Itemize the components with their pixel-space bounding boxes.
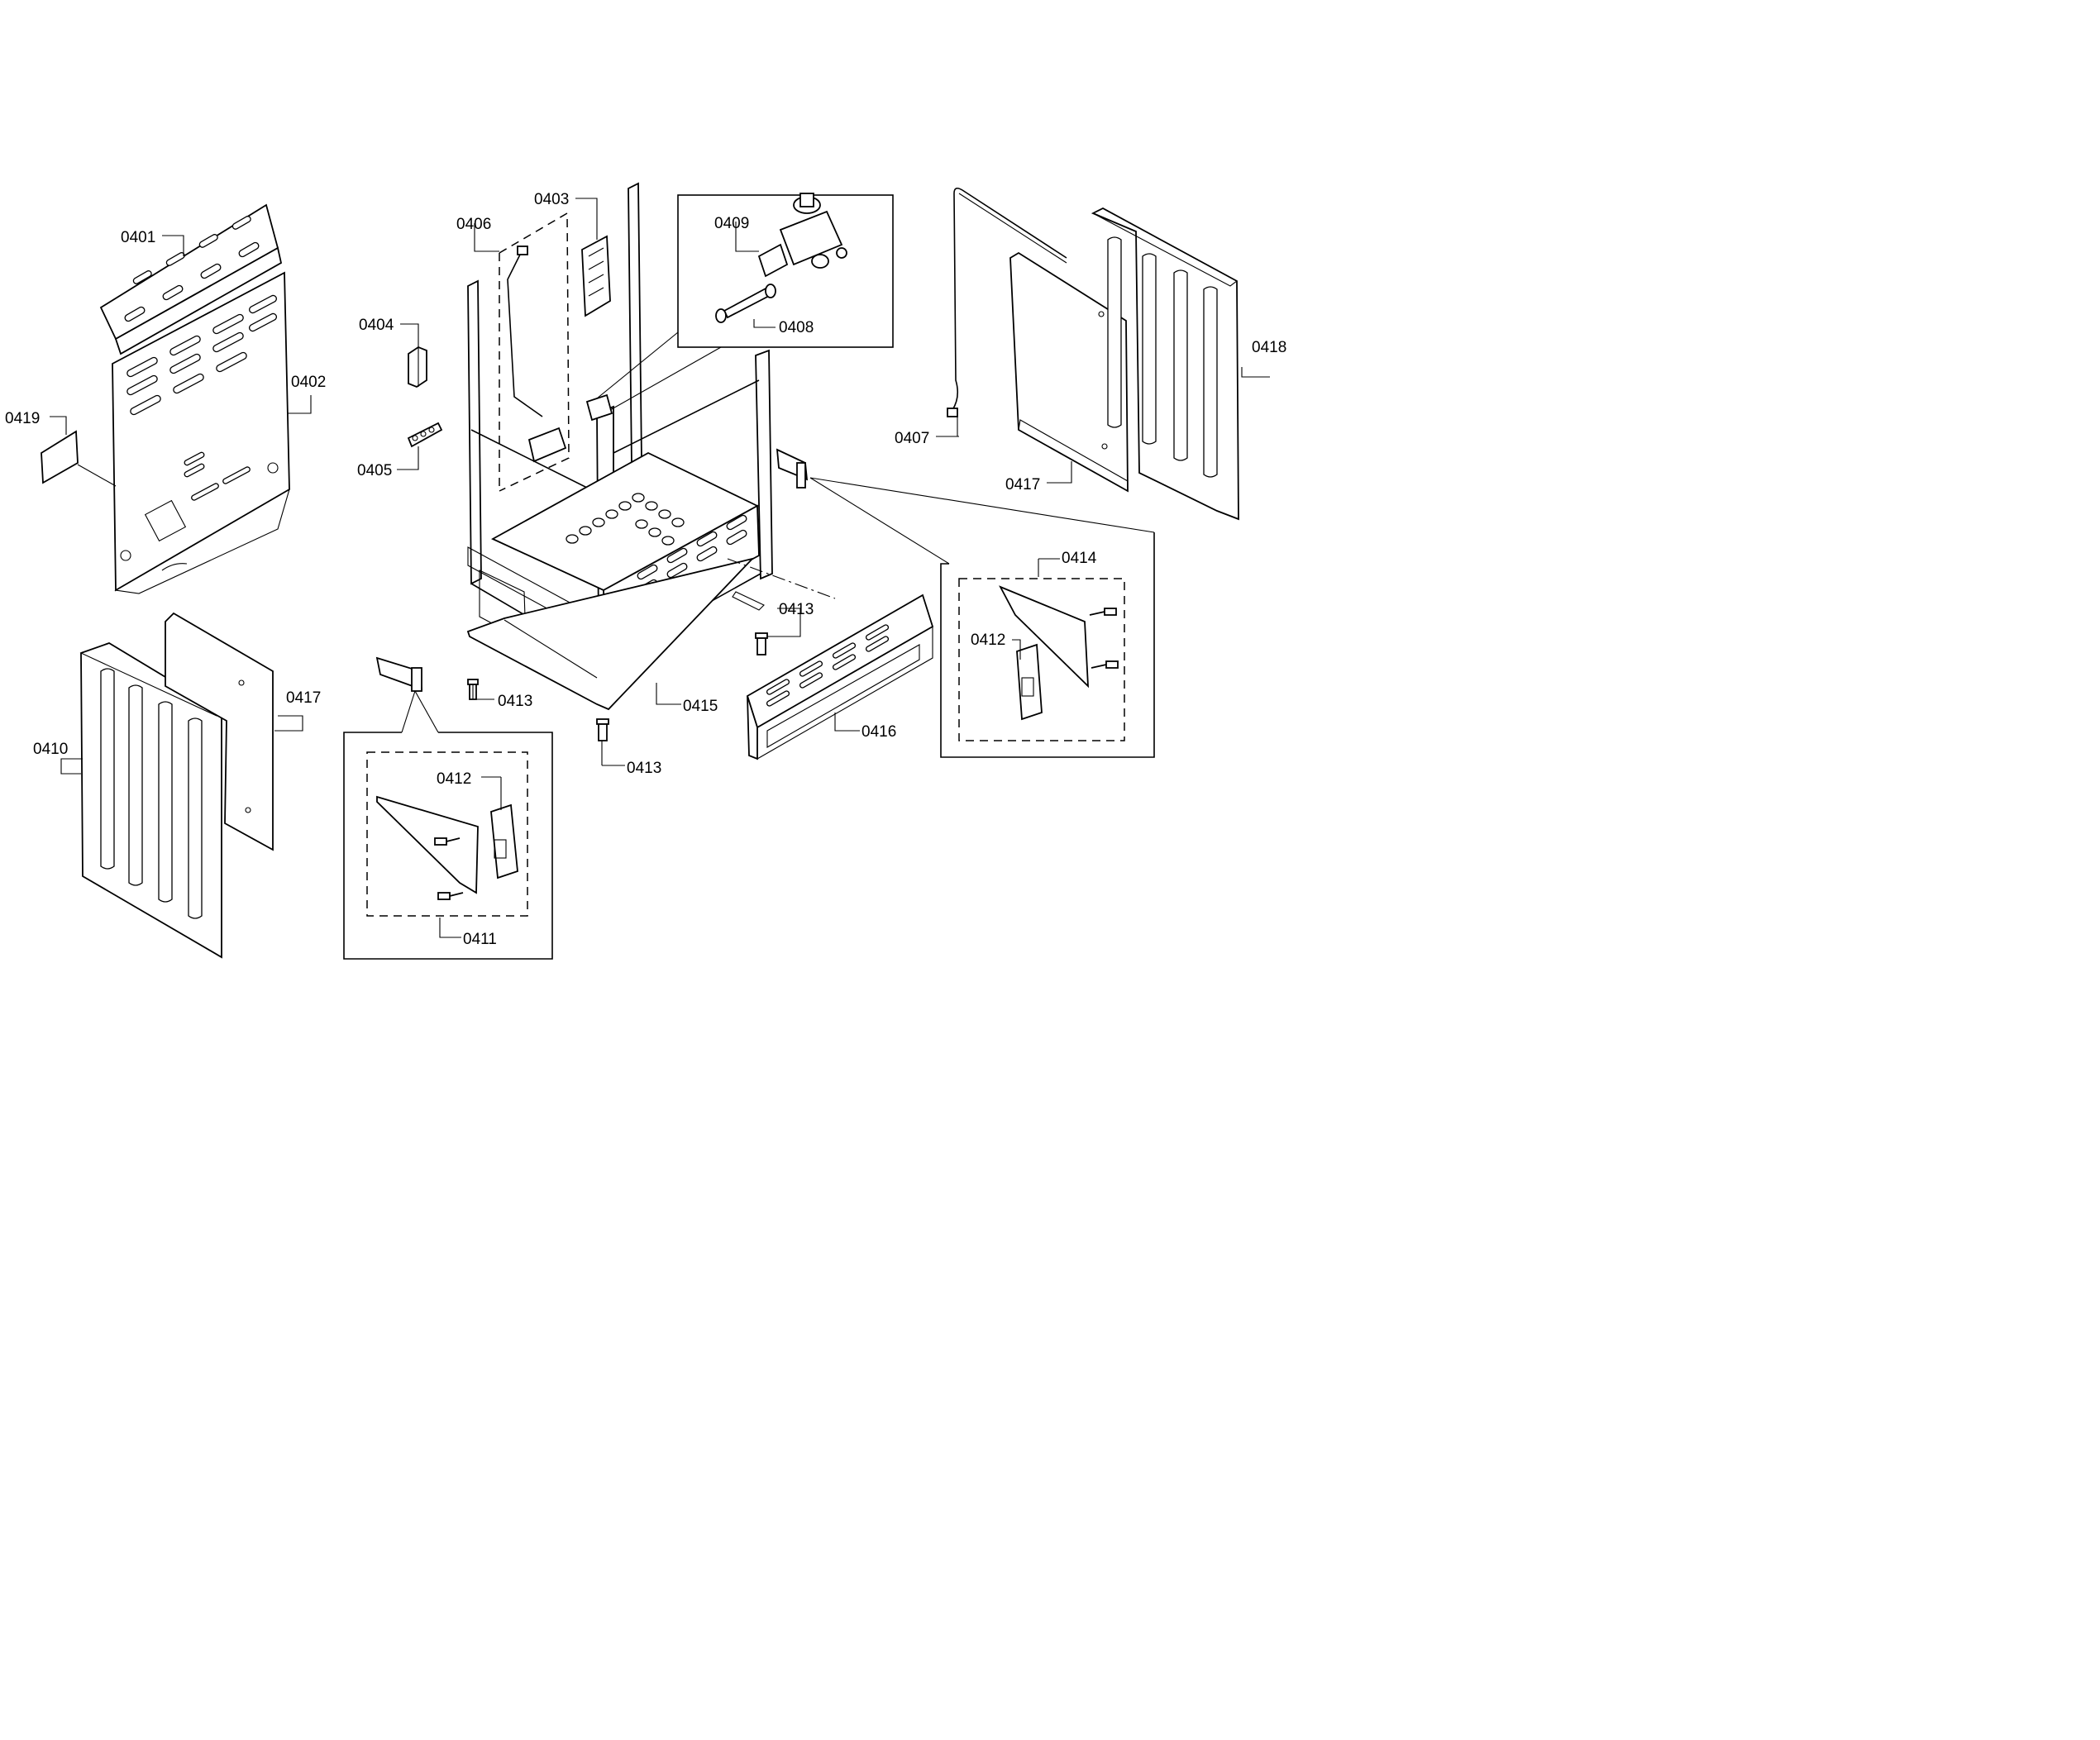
label-0417-left: 0417 xyxy=(286,689,321,707)
bracket-mounted-right xyxy=(776,448,1155,565)
right-side-panel-0418 xyxy=(1091,207,1239,521)
label-0413-bottom: 0413 xyxy=(627,760,661,777)
diagram-canvas: 0401 0402 0419 0410 0417 0403 0406 0404 … xyxy=(5,182,1286,960)
exploded-parts-diagram: 0401 0402 0419 0410 0417 0403 0406 0404 … xyxy=(0,0,1296,1077)
module-0404 xyxy=(408,346,427,389)
chassis-frame xyxy=(466,182,836,711)
label-0403: 0403 xyxy=(534,191,569,208)
label-0402: 0402 xyxy=(291,374,326,391)
terminal-block-0405 xyxy=(407,422,443,448)
left-insulation-panel-0417 xyxy=(165,612,274,851)
label-0408: 0408 xyxy=(779,319,814,336)
label-0417-right: 0417 xyxy=(1005,476,1040,493)
label-0415: 0415 xyxy=(683,698,718,715)
label-0412-right: 0412 xyxy=(971,632,1005,649)
valve-detail-box xyxy=(677,193,894,348)
label-0412-left: 0412 xyxy=(437,770,471,788)
label-0413-center: 0413 xyxy=(498,693,532,710)
label-0413-right: 0413 xyxy=(779,601,814,618)
label-0401: 0401 xyxy=(121,229,155,246)
part-labels: 0401 0402 0419 0410 0417 0403 0406 0404 … xyxy=(5,191,1286,948)
label-0419: 0419 xyxy=(5,410,40,427)
right-insulation-panel-0417 xyxy=(1009,251,1129,493)
leader-lines xyxy=(50,198,1270,938)
label-0407: 0407 xyxy=(895,430,929,447)
valve-0409 xyxy=(757,193,847,278)
label-0414: 0414 xyxy=(1062,550,1097,567)
gas-tube-0407 xyxy=(947,187,1067,417)
top-vent-trim-0401 xyxy=(99,203,283,355)
hinge-detail-box-0414 xyxy=(940,532,1155,758)
hinge-detail-box-0411 xyxy=(343,732,553,960)
left-side-panel-0410 xyxy=(79,642,222,959)
label-0411: 0411 xyxy=(463,931,497,948)
label-0404: 0404 xyxy=(359,317,394,334)
label-0418: 0418 xyxy=(1252,339,1286,356)
fitting-0408 xyxy=(715,284,776,323)
small-cover-plate-0419 xyxy=(41,430,117,487)
label-0416: 0416 xyxy=(861,723,896,741)
label-0409: 0409 xyxy=(714,215,749,232)
control-subassembly xyxy=(499,212,611,492)
label-0406: 0406 xyxy=(456,216,491,233)
label-0410: 0410 xyxy=(33,741,68,758)
front-kick-panel-0416 xyxy=(732,591,934,760)
back-panel-0402 xyxy=(112,271,290,594)
valve-mounted xyxy=(585,331,722,422)
bracket-mounted-left xyxy=(375,656,439,733)
label-0405: 0405 xyxy=(357,462,392,479)
